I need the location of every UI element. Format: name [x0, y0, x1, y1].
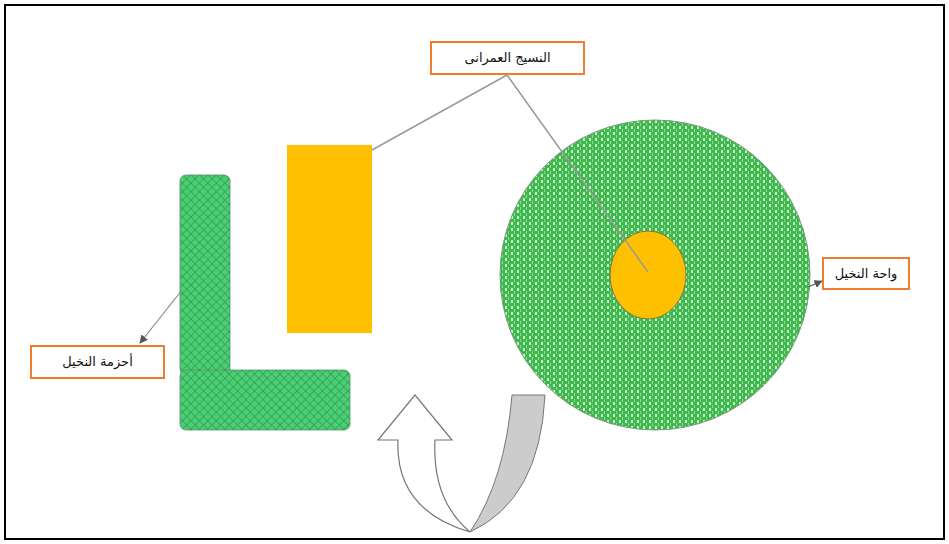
leader-line — [372, 75, 507, 150]
frame-border — [5, 5, 944, 539]
leader-arrow — [808, 281, 822, 287]
label-box: أحزمة النخيل — [30, 345, 165, 379]
label-text: النسيج العمرانى — [464, 50, 550, 66]
leader-line — [507, 75, 648, 272]
urban-core — [610, 231, 686, 319]
palm-belt-vertical — [180, 175, 230, 375]
curved-arrow-head — [378, 395, 470, 532]
urban-block — [287, 145, 372, 333]
curved-arrow-band — [470, 395, 545, 532]
palm-oasis-circle — [500, 120, 810, 430]
label-box: النسيج العمرانى — [430, 41, 585, 75]
label-box: واحة النخيل — [822, 257, 910, 290]
label-text: واحة النخيل — [835, 266, 898, 282]
label-text: أحزمة النخيل — [62, 354, 133, 370]
palm-belt-horizontal — [180, 370, 350, 430]
leader-arrow — [140, 290, 182, 343]
